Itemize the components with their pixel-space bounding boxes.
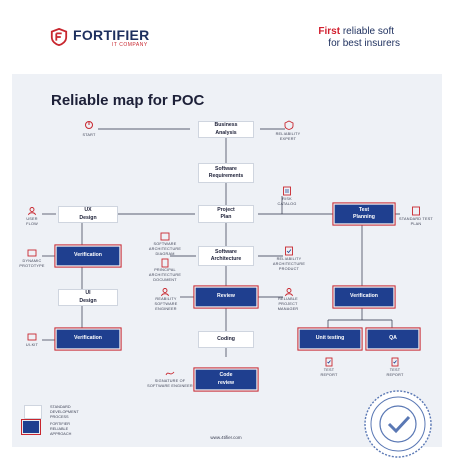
- node-verification-test: Verification: [336, 289, 392, 305]
- label-standard-test-plan: STANDARD TEST PLAN: [399, 217, 433, 226]
- node-business-analysis: Business Analysis: [198, 121, 254, 138]
- test-report-1-icon: [325, 357, 333, 367]
- label-signature-of-software-engineer: SIGNATURE OF SOFTWARE ENGINEER: [147, 379, 193, 388]
- certified-seal-icon: [364, 390, 432, 458]
- label-reliability-expert: RELIABILITY EXPERT: [275, 132, 301, 141]
- legend-fortifier-label: FORTIFIER RELIABLE APPROACH: [50, 422, 72, 436]
- label-ui-kit: UI-KIT: [25, 343, 39, 347]
- signature-icon: [165, 371, 175, 376]
- reliability-architecture-icon: [285, 246, 293, 256]
- node-software-requirements: Software Requirements: [198, 163, 254, 183]
- node-project-plan: Project Plan: [198, 205, 254, 223]
- label-principal-architecture-document: PRINCIPAL ARCHITECTURE DOCUMENT: [148, 268, 182, 282]
- label-risk-catalog: RISK CATALOG: [277, 197, 297, 206]
- reliability-expert-icon: [284, 120, 294, 130]
- legend-standard-swatch: [24, 405, 42, 419]
- dynamic-prototype-icon: [27, 249, 37, 257]
- legend-fortifier-swatch: [24, 422, 38, 432]
- label-software-architecture-diagram: SOFTWARE ARCHITECTURE DIAGRAM: [148, 242, 182, 256]
- risk-catalog-icon: [283, 186, 291, 196]
- test-report-2-icon: [391, 357, 399, 367]
- header: FORTIFIER IT COMPANY First reliable soft…: [0, 0, 452, 70]
- node-ux-design: UX Design: [58, 206, 118, 223]
- tagline-rest: reliable soft: [340, 26, 394, 37]
- node-test-planning: Test Planning: [336, 206, 392, 222]
- label-start: START: [82, 133, 96, 137]
- architecture-diagram-icon: [160, 232, 170, 241]
- user-flow-icon: [28, 207, 36, 216]
- legend-standard-label: STANDARD DEVELOPMENT PROCESS: [50, 405, 79, 419]
- node-software-architecture: Software Architecture: [198, 246, 254, 266]
- label-reability-software-engineer: REABILITY SOFTWARE ENGINEER: [154, 297, 178, 311]
- website-url: www.4tifier.com: [210, 435, 242, 440]
- node-ui-design: UI Design: [58, 289, 118, 306]
- architecture-document-icon: [161, 258, 169, 268]
- tagline-line2: for best insurers: [328, 38, 400, 49]
- node-review: Review: [197, 289, 255, 305]
- fortifier-logo-icon: [50, 28, 68, 46]
- label-reliability-architecture-product: RELIABILITY ARCHITECTURE PRODUCT: [272, 257, 306, 271]
- node-code-review: Code review: [197, 371, 255, 388]
- node-verification-ui: Verification: [58, 331, 118, 347]
- brand-subtitle: IT COMPANY: [112, 42, 148, 48]
- node-verification-ux: Verification: [58, 248, 118, 264]
- brand-name: FORTIFIER: [73, 27, 150, 43]
- label-user-flow: USER FLOW: [26, 217, 38, 226]
- tagline-highlight: First: [318, 26, 341, 37]
- project-manager-icon: [285, 288, 293, 297]
- label-reliable-project-manager: RELIABLE PROJECT MANAGER: [277, 297, 299, 311]
- diagram-title: Reliable map for POC: [51, 92, 205, 109]
- node-qa: QA: [369, 331, 417, 347]
- standard-test-plan-icon: [412, 206, 420, 216]
- node-coding: Coding: [198, 331, 254, 348]
- software-engineer-icon: [161, 288, 169, 297]
- label-dynamic-prototype: DYNAMIC PROTOTYPE: [19, 259, 45, 268]
- label-test-report-1: TEST REPORT: [320, 368, 338, 377]
- ui-kit-icon: [27, 333, 37, 341]
- label-test-report-2: TEST REPORT: [386, 368, 404, 377]
- tagline-line1: First reliable soft: [318, 26, 394, 37]
- start-icon: [85, 121, 93, 129]
- node-unit-testing: Unit testing: [301, 331, 359, 347]
